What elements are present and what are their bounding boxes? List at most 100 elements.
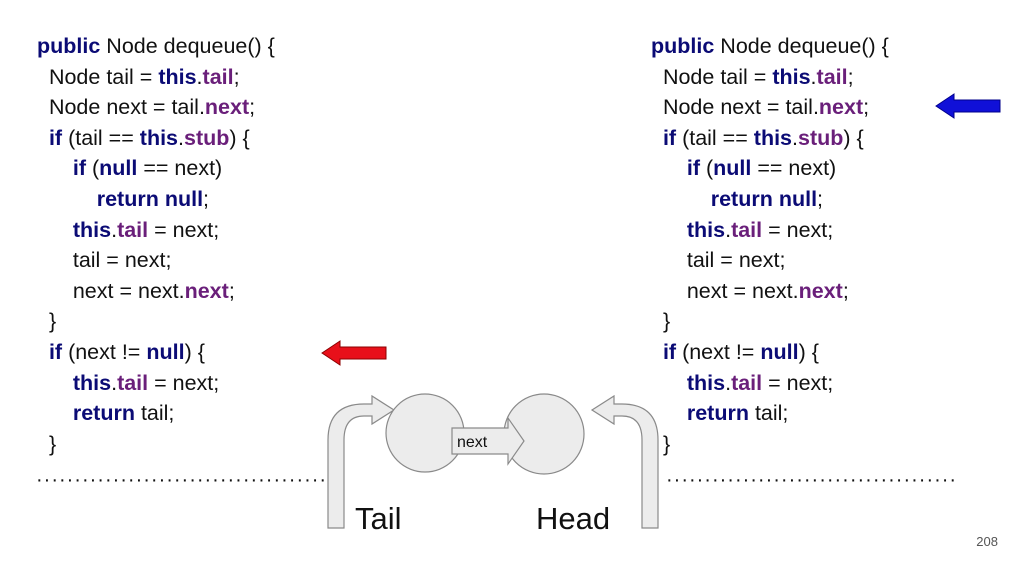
code-line: } (651, 306, 889, 337)
code-block-left: public Node dequeue() { Node tail = this… (37, 31, 275, 459)
code-text: } (37, 309, 57, 334)
code-field: tail (816, 64, 848, 89)
code-keyword: if (48, 125, 63, 150)
code-text: == next) (137, 156, 223, 181)
code-line: this.tail = next; (37, 368, 275, 399)
head-label: Head (536, 501, 611, 536)
code-line: public Node dequeue() { (651, 31, 889, 62)
code-text: == next) (751, 156, 837, 181)
code-line: next = next.next; (37, 276, 275, 307)
separator-dots-right: ········································… (666, 469, 958, 489)
code-text: (next != (62, 339, 147, 364)
code-field: stub (184, 125, 230, 150)
code-field: tail (731, 370, 763, 395)
code-field: tail (731, 217, 763, 242)
code-text: tail; (134, 401, 175, 426)
code-text: . (725, 217, 732, 242)
code-text: = next; (148, 370, 220, 395)
code-text: Node dequeue() { (714, 34, 889, 58)
code-line: return null; (651, 184, 889, 215)
code-text: . (725, 370, 732, 395)
code-line: next = next.next; (651, 276, 889, 307)
separator-dots-left: ········································… (36, 469, 328, 489)
code-text: (tail == (62, 125, 140, 150)
code-keyword: null (713, 156, 752, 181)
code-field: stub (798, 125, 844, 150)
code-keyword: public (37, 34, 101, 58)
code-keyword: return (72, 401, 135, 426)
code-keyword: if (72, 156, 86, 181)
code-keyword: null (760, 339, 799, 364)
code-text: = next; (762, 217, 834, 242)
code-text: Node tail = (37, 64, 159, 89)
code-line: Node next = tail.next; (37, 92, 275, 123)
code-text: ; (847, 64, 854, 89)
code-text: ; (203, 186, 210, 211)
code-text: ) { (843, 125, 864, 150)
code-text: ) { (229, 125, 250, 150)
code-line: public Node dequeue() { (37, 31, 275, 62)
code-line: return tail; (37, 398, 275, 429)
code-field: next (798, 278, 843, 303)
code-text: (next != (676, 339, 761, 364)
code-keyword: this (686, 217, 726, 242)
code-text: Node next = tail. (37, 95, 205, 120)
code-text: ( (699, 156, 714, 181)
code-line: tail = next; (651, 245, 889, 276)
code-line: } (651, 429, 889, 460)
code-text: next = next. (37, 278, 185, 303)
code-line: return null; (37, 184, 275, 215)
code-text: ) { (798, 339, 819, 364)
code-line: } (37, 429, 275, 460)
tail-label: Tail (355, 501, 402, 536)
code-keyword: null (146, 339, 185, 364)
code-line: Node tail = this.tail; (651, 62, 889, 93)
code-keyword: this (139, 125, 179, 150)
code-text: . (111, 217, 118, 242)
code-text: ; (842, 278, 849, 303)
code-keyword: this (772, 64, 811, 89)
code-line: if (null == next) (651, 153, 889, 184)
code-text: . (810, 64, 817, 89)
code-line: tail = next; (37, 245, 275, 276)
code-text: ; (863, 95, 870, 120)
code-field: next (818, 95, 864, 120)
code-text: (tail == (676, 125, 754, 150)
page-number: 208 (976, 534, 998, 549)
next-link-label: next (457, 434, 488, 451)
code-keyword: if (662, 125, 677, 150)
code-field: next (184, 278, 229, 303)
code-line: Node tail = this.tail; (37, 62, 275, 93)
code-text: = next; (148, 217, 220, 242)
code-field: next (204, 95, 250, 120)
code-text: Node tail = (651, 64, 773, 89)
code-field: tail (117, 217, 149, 242)
code-text: next = next. (651, 278, 799, 303)
code-keyword: this (753, 125, 793, 150)
right-pointer-arrow-icon (935, 93, 1001, 119)
code-keyword: return null (710, 186, 818, 211)
code-text: . (178, 125, 184, 150)
code-text: Node next = tail. (651, 95, 819, 120)
code-text: tail; (748, 401, 789, 426)
code-keyword: null (99, 156, 138, 181)
code-line: this.tail = next; (651, 215, 889, 246)
code-line: if (next != null) { (37, 337, 275, 368)
code-text: . (196, 64, 203, 89)
code-keyword: return (686, 401, 749, 426)
code-keyword: if (48, 339, 63, 364)
code-line: if (next != null) { (651, 337, 889, 368)
code-keyword: if (662, 339, 677, 364)
code-keyword: return null (96, 186, 204, 211)
code-keyword: public (651, 34, 715, 58)
code-text: . (792, 125, 798, 150)
code-text: ; (228, 278, 235, 303)
next-link-arrow-icon (451, 416, 525, 466)
code-keyword: this (72, 217, 112, 242)
code-text: . (111, 370, 118, 395)
code-text: ; (249, 95, 256, 120)
code-keyword: this (158, 64, 197, 89)
head-pointer-arrow-icon (590, 394, 659, 529)
code-line: } (37, 306, 275, 337)
